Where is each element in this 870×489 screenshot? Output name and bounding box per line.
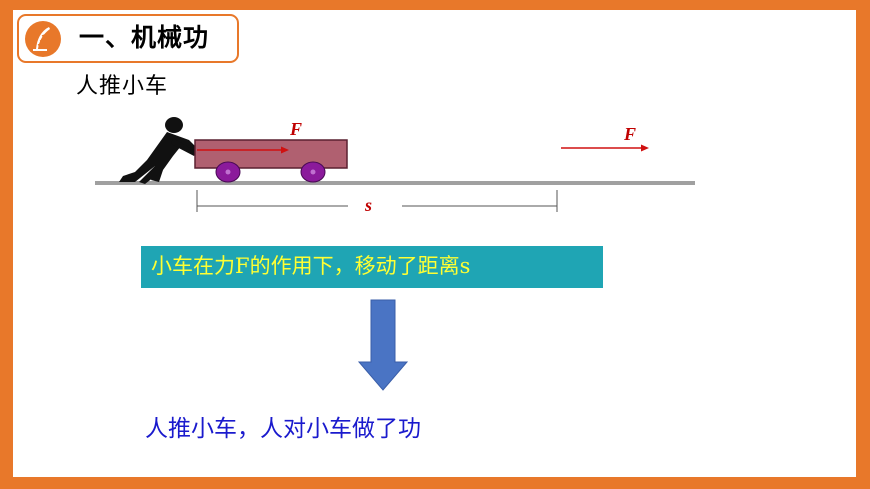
- section-title-box: 一、机械功: [17, 14, 239, 63]
- slide-canvas: 一、机械功 人推小车 F F s: [13, 10, 856, 477]
- scene-caption: 人推小车: [76, 74, 169, 99]
- force-label-on-cart: F: [289, 119, 302, 139]
- feather-quill-icon: [25, 21, 61, 57]
- cart-body: [194, 139, 348, 169]
- force-label-right: F: [623, 124, 636, 144]
- down-arrow-icon: [357, 299, 409, 391]
- distance-label: s: [364, 195, 372, 215]
- pushing-cart-illustration: F F s: [95, 117, 695, 391]
- explanation-text: 小车在力F的作用下，移动了距离s: [151, 254, 471, 278]
- person-silhouette-icon: [119, 117, 197, 184]
- section-title: 一、机械功: [79, 23, 210, 52]
- conclusion-text: 人推小车，人对小车做了功: [145, 416, 421, 442]
- explanation-box: 小车在力F的作用下，移动了距离s: [141, 246, 603, 288]
